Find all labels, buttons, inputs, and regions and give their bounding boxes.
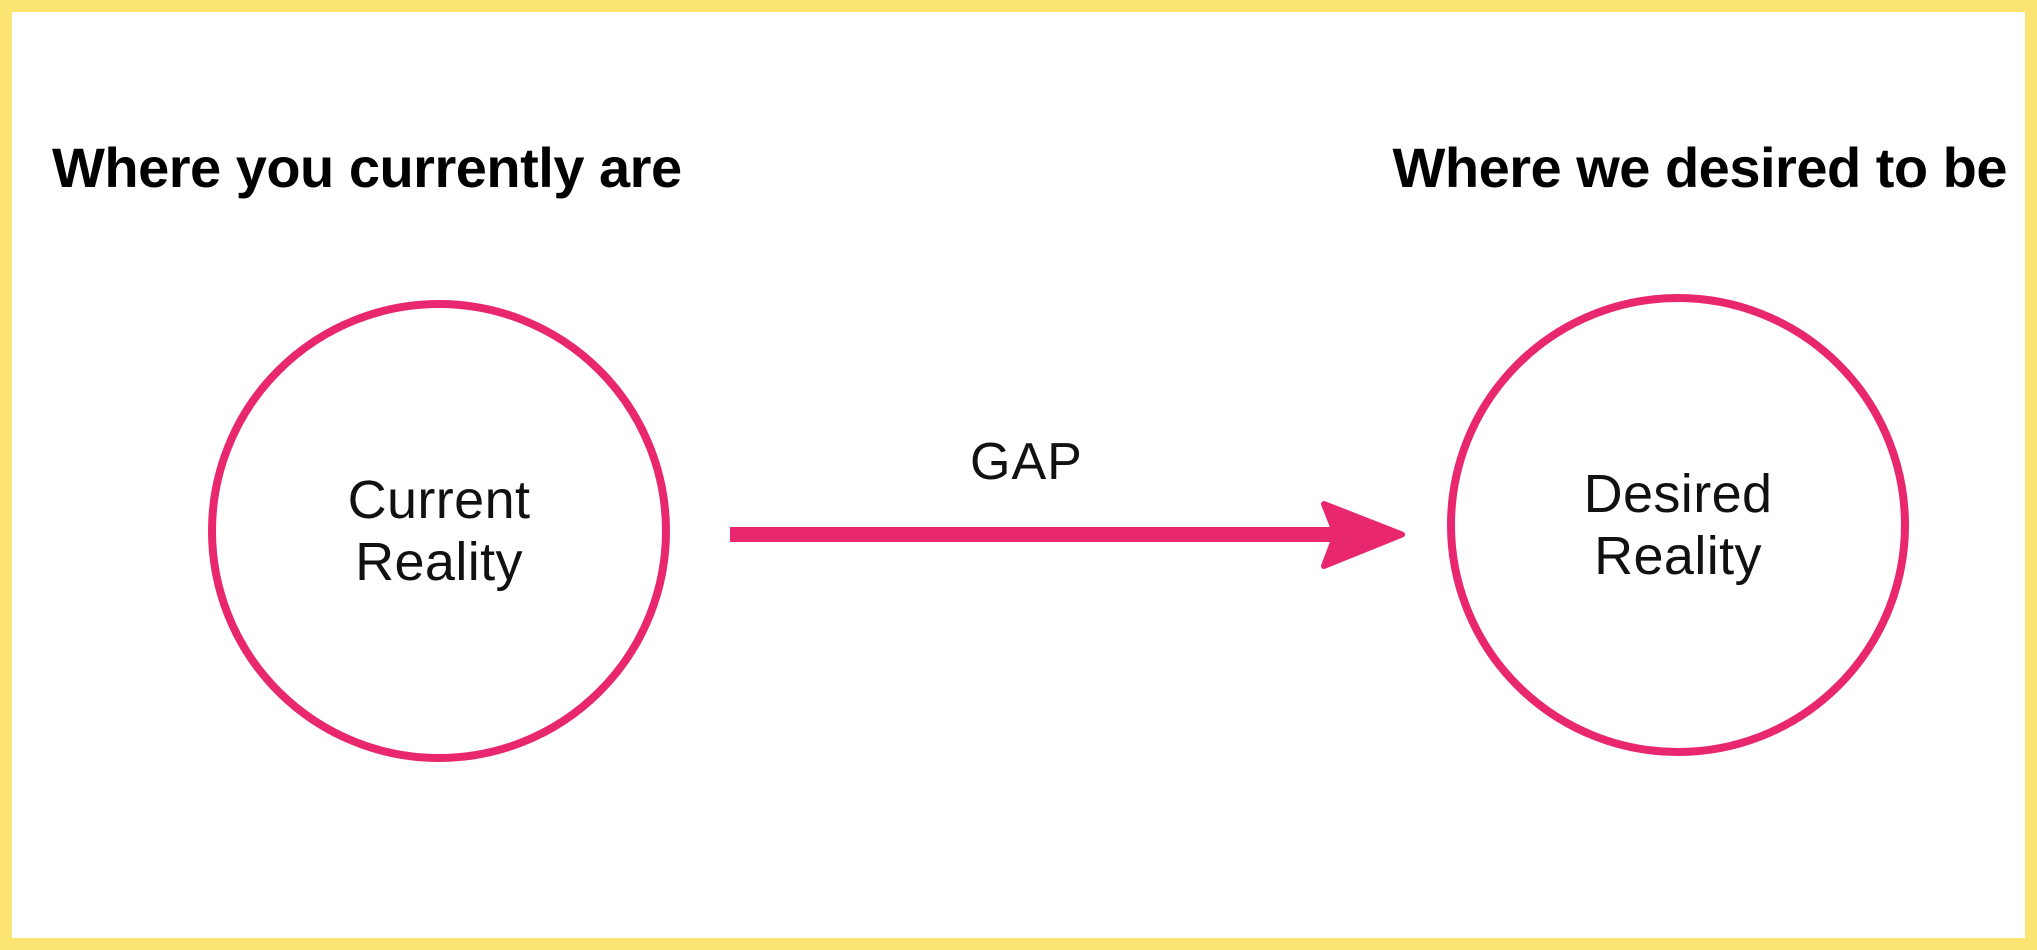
heading-desired-state: Where we desired to be — [1392, 136, 2008, 199]
node-desired-reality-label: Desired Reality — [1583, 463, 1773, 586]
gap-arrow-shape — [730, 501, 1405, 569]
diagram-inner-surface: Where you currently are Where we desired… — [12, 12, 2025, 938]
gap-label: GAP — [970, 433, 1083, 491]
node-desired-reality[interactable]: Desired Reality — [1447, 294, 1909, 756]
gap-arrow-icon — [730, 501, 1405, 569]
node-current-reality-label: Current Reality — [347, 469, 531, 592]
node-current-reality[interactable]: Current Reality — [208, 300, 670, 762]
heading-current-state: Where you currently are — [52, 136, 682, 199]
